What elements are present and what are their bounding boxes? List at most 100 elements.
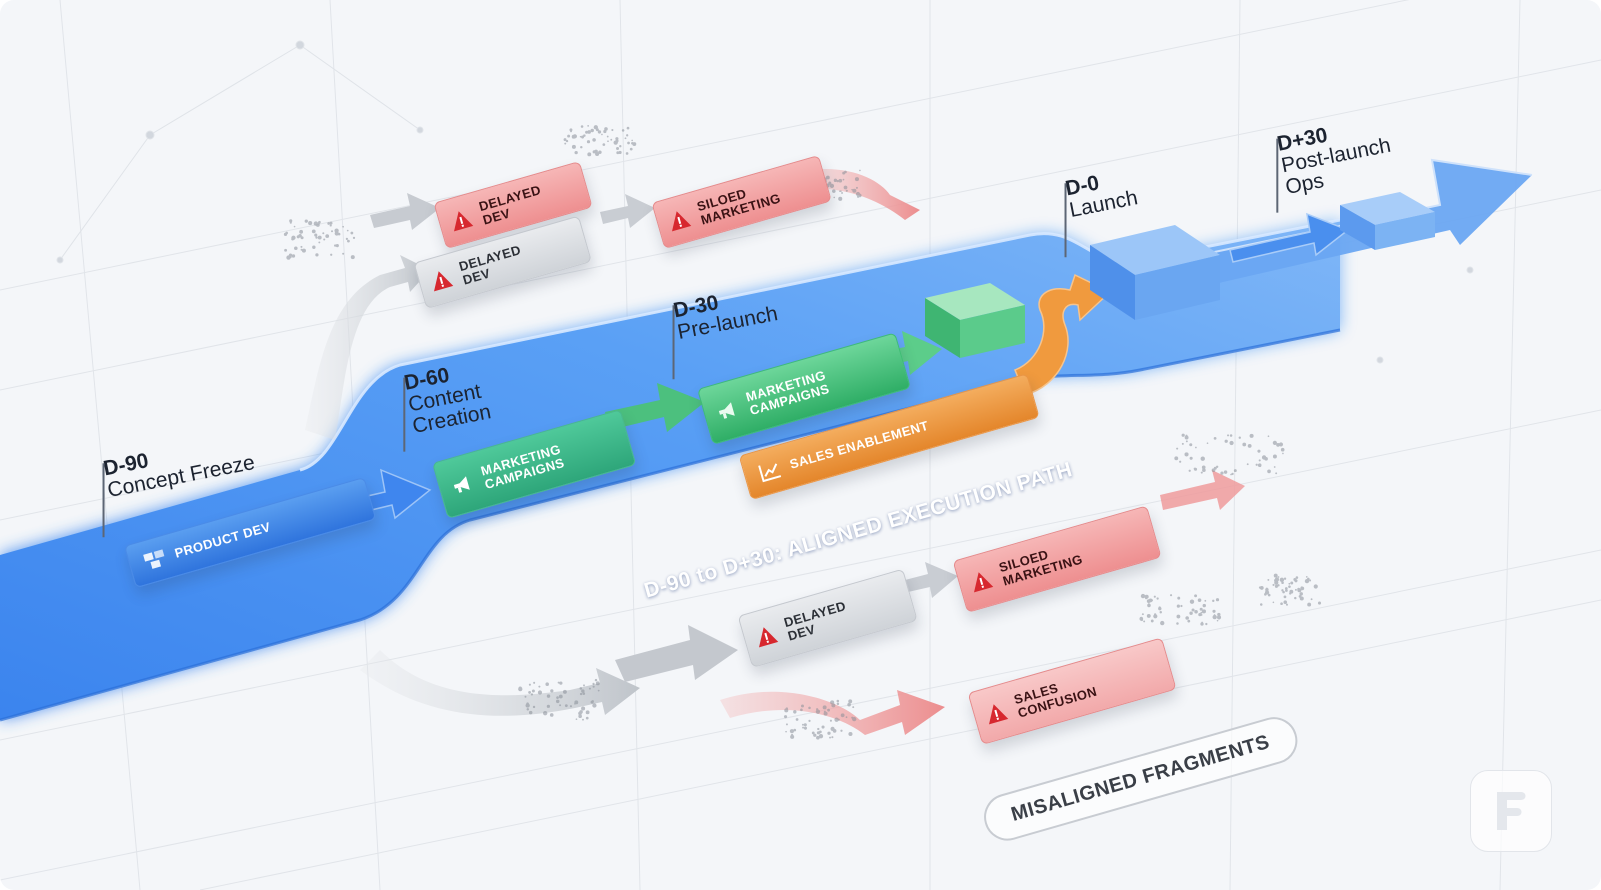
particle [579, 692, 583, 696]
particle [629, 147, 633, 151]
particle [1267, 578, 1270, 581]
particle [826, 175, 830, 180]
particle [567, 134, 571, 138]
particle [330, 253, 333, 256]
particle [626, 126, 630, 130]
particle [1224, 439, 1228, 443]
particle [538, 685, 541, 688]
particle [1246, 463, 1249, 466]
particle [556, 696, 559, 699]
particle [1216, 615, 1222, 620]
particle [1267, 469, 1271, 474]
particle [1187, 619, 1191, 623]
particle [1307, 602, 1312, 607]
particle [1283, 600, 1288, 604]
particle [1299, 596, 1304, 601]
upper-delayed-dev-badge-grey: DELAYED DEV [413, 215, 592, 310]
particle [611, 128, 614, 132]
particle [590, 700, 594, 704]
megaphone-icon [718, 402, 735, 419]
particle [308, 221, 313, 226]
particle [816, 731, 821, 735]
particle [1249, 433, 1254, 438]
particle [583, 684, 585, 687]
particle [1215, 598, 1220, 602]
particle [1200, 456, 1205, 461]
particle [1159, 611, 1163, 614]
particle [1212, 609, 1216, 613]
particle [311, 229, 316, 234]
particle [852, 716, 857, 722]
particle [604, 127, 608, 131]
particle [342, 252, 345, 255]
particle [803, 726, 808, 730]
particle [1272, 454, 1277, 459]
particle [1277, 576, 1280, 578]
particle [800, 708, 803, 712]
particle [1150, 599, 1154, 602]
block-green [925, 283, 1025, 358]
particle [1198, 613, 1202, 617]
particle [1247, 443, 1252, 448]
block-d0 [1090, 225, 1220, 320]
particle [1193, 467, 1198, 471]
megaphone-icon [453, 476, 470, 493]
particle [1200, 611, 1203, 614]
block-label: MARKETING CAMPAIGNS [479, 441, 567, 493]
particle [616, 151, 620, 155]
particle [816, 708, 819, 711]
lower-delayed-dev-badge: DELAYED DEV [737, 568, 918, 668]
particle [1194, 610, 1198, 614]
particle [525, 703, 530, 708]
particle [1257, 449, 1261, 453]
particle [1176, 447, 1179, 450]
particle [1272, 440, 1277, 445]
particle [631, 142, 634, 145]
particle [1233, 469, 1237, 473]
badge-label: DELAYED DEV [457, 242, 523, 288]
particle [1281, 589, 1284, 592]
particle [528, 710, 533, 715]
particle [334, 244, 337, 247]
particle [581, 135, 585, 139]
particle [533, 681, 536, 684]
particle [598, 150, 602, 154]
chart-icon [758, 463, 782, 483]
particle [822, 705, 827, 710]
particle [847, 702, 851, 707]
particle [1294, 596, 1297, 600]
particle [848, 731, 853, 737]
particle [545, 682, 549, 686]
particle [580, 125, 584, 128]
particle [838, 178, 843, 183]
particle [1194, 594, 1198, 598]
particle [588, 687, 591, 690]
particle [633, 143, 636, 146]
particle [1280, 447, 1285, 452]
particle [1174, 456, 1179, 461]
particle [299, 229, 304, 234]
particle [844, 170, 847, 174]
particle [845, 716, 848, 719]
particle [1272, 601, 1275, 604]
particle [1272, 583, 1275, 587]
particle [840, 713, 845, 718]
particle [284, 248, 288, 252]
particle [564, 142, 567, 145]
particle [1267, 593, 1271, 597]
particle [315, 236, 318, 239]
particle [619, 145, 622, 148]
green-arrows [605, 331, 942, 432]
particle [587, 124, 590, 127]
particle [597, 130, 602, 134]
particle [1313, 584, 1318, 589]
particle [1285, 603, 1288, 606]
particle [1141, 613, 1144, 616]
particle [803, 723, 807, 727]
particle [1276, 443, 1280, 447]
particle [852, 706, 855, 709]
particle [590, 128, 594, 133]
particle [813, 733, 817, 737]
